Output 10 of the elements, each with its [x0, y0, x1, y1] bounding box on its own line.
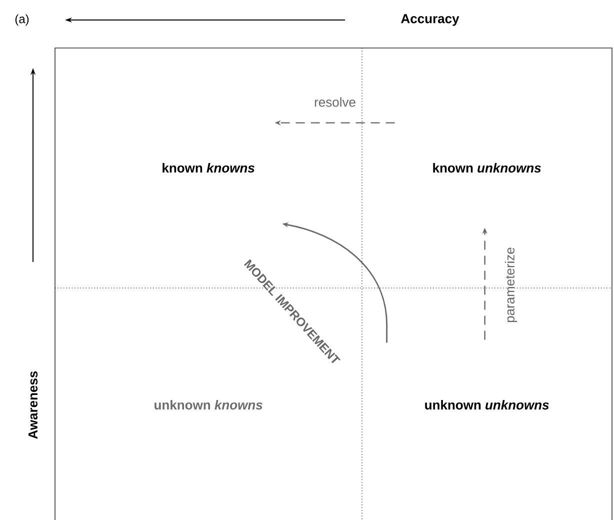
edge-label: parameterize	[504, 248, 518, 322]
axis-label: Awareness	[28, 371, 38, 439]
quadrant: known knowns	[162, 163, 254, 173]
quadrant: unknown knowns	[154, 400, 262, 410]
panel-label: (a)	[15, 14, 29, 26]
axis-label: Accuracy	[401, 14, 460, 26]
quadrant: unknown unknowns	[425, 400, 549, 410]
quadrant-frame	[54, 48, 612, 520]
quadrant: known unknowns	[433, 163, 541, 173]
edge-label: resolve	[314, 97, 356, 107]
